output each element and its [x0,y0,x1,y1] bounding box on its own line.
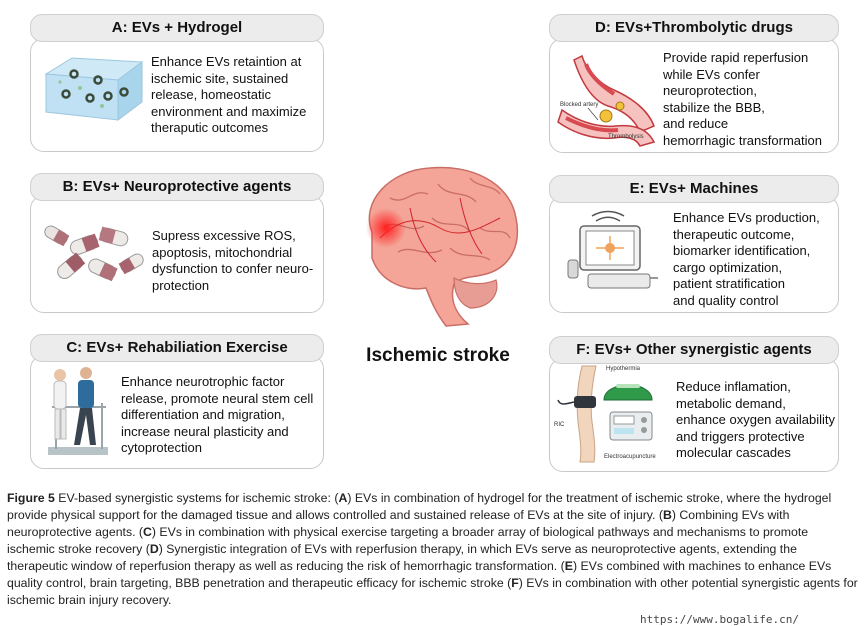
panel-f [549,358,839,472]
caption-intro: EV-based synergistic systems for ischemi… [54,491,339,505]
hydrogel-cube-icon [44,57,144,121]
panel-c-text: Enhance neurotrophic factor release, pro… [121,374,314,455]
electroacupuncture-label: Electroacupuncture [604,454,656,460]
panel-a-title: A: EVs + Hydrogel [30,14,324,42]
panel-d-text: Provide rapid reperfusion while EVs conf… [663,50,822,148]
blocked-artery-icon: Blocked artery Thrombolysis [557,54,656,147]
panel-e-title: E: EVs+ Machines [549,175,839,203]
caption-letter-c: C [143,525,152,539]
rehabilitation-exercise-icon [48,367,108,455]
caption-text-e: ) EVs combined with machines to enhance … [7,559,832,590]
caption-text-b: ) Combining EVs with neuroprotective age… [7,508,790,539]
panel-b-text: Supress excessive ROS, apoptosis, mitoch… [152,228,314,293]
caption-letter-a: A [338,491,348,505]
capsules-icon [44,225,144,282]
ric-label: RIC [554,422,565,428]
synergistic-agents-icon: RIC Hypothermia Electroacupuncture [554,365,656,463]
caption-letter-f: F [511,576,519,590]
caption-text-a: ) EVs in combination of hydrogel for the… [7,491,832,522]
brain-illustration [366,166,519,327]
figure-caption: Figure 5 EV-based synergistic systems fo… [7,490,859,609]
panel-a-text: Enhance EVs retaintion at ischemic site,… [151,54,307,135]
figure-label: Figure 5 [7,491,55,505]
machine-monitor-icon [567,210,658,289]
watermark: https://www.bogalife.cn/ [640,613,799,626]
caption-letter-d: D [149,542,159,556]
caption-letter-b: B [662,508,672,522]
thrombolysis-label: Thrombolysis [608,134,644,140]
panel-b-title: B: EVs+ Neuroprotective agents [30,173,324,201]
caption-text-c: ) EVs in combination with physical exerc… [7,525,809,556]
hypothermia-label: Hypothermia [606,366,641,372]
caption-letter-e: E [564,559,573,573]
panel-f-title: F: EVs+ Other synergistic agents [549,336,839,364]
blocked-artery-label: Blocked artery [560,102,598,108]
panel-d-title: D: EVs+Thrombolytic drugs [549,14,839,42]
panel-e-text: Enhance EVs production, therapeutic outc… [673,210,820,308]
panel-f-text: Reduce inflamation, metabolic demand, en… [676,379,835,460]
caption-text-d: ) Synergistic integration of EVs with re… [7,542,797,573]
panel-c-title: C: EVs+ Rehabiliation Exercise [30,334,324,362]
caption-text-f: ) EVs in combination with other potentia… [7,576,858,607]
center-label: Ischemic stroke [366,345,510,366]
